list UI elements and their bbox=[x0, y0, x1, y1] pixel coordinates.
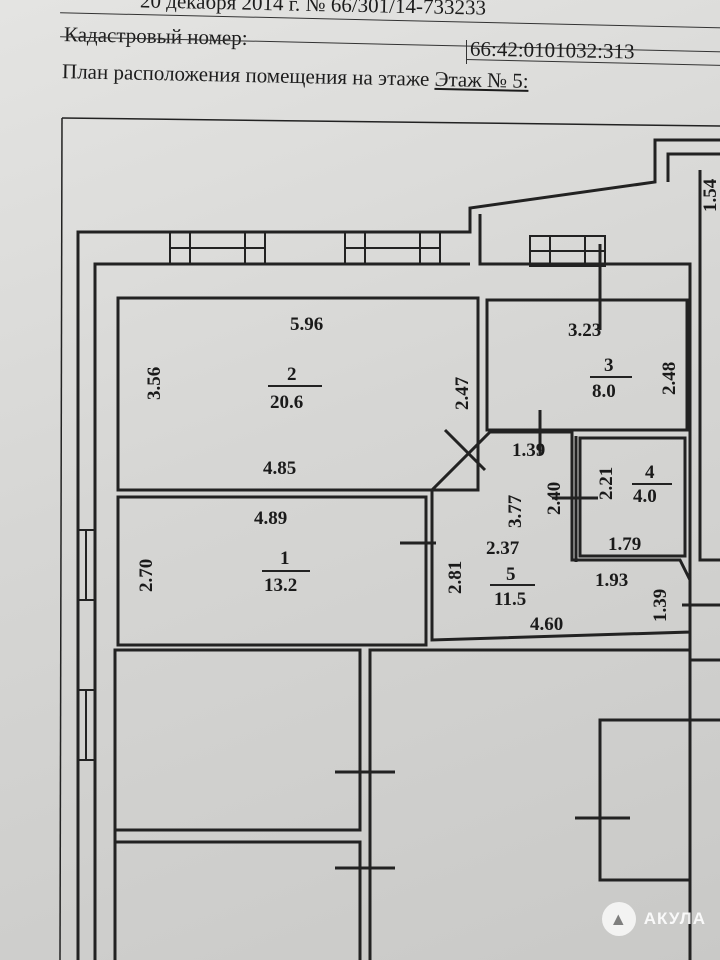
room-5-dim: 3.77 bbox=[505, 494, 526, 528]
plan-frame bbox=[61, 117, 720, 127]
outer-wall bbox=[698, 170, 720, 562]
room-3-number: 3 bbox=[604, 355, 614, 376]
room-5-dim: 1.93 bbox=[595, 570, 628, 591]
room-4-dim: 1.79 bbox=[608, 534, 641, 555]
room-3-outline bbox=[485, 298, 689, 432]
room-4-dim: 2.21 bbox=[596, 467, 617, 500]
room-1-number: 1 bbox=[280, 548, 290, 569]
room-1-dim: 2.70 bbox=[136, 559, 157, 592]
room-5-dim: 4.60 bbox=[530, 614, 563, 635]
window bbox=[77, 689, 96, 761]
room-5-dim: 2.37 bbox=[486, 538, 520, 559]
room-2-dim: 3.56 bbox=[144, 367, 165, 400]
outer-wall bbox=[666, 152, 720, 182]
room-2-outline bbox=[116, 296, 480, 492]
plan-frame bbox=[59, 117, 63, 960]
lower-room bbox=[598, 718, 692, 882]
room-2-number: 2 bbox=[287, 364, 297, 385]
room-5-outline bbox=[430, 430, 692, 642]
room-4-number: 4 bbox=[645, 462, 655, 483]
room-3-area: 8.0 bbox=[592, 381, 616, 402]
window bbox=[529, 235, 606, 267]
lower-room bbox=[115, 840, 362, 960]
room-3-dim: 3.23 bbox=[568, 320, 601, 341]
outer-wall bbox=[76, 138, 720, 960]
door-mark bbox=[443, 428, 487, 472]
room-1-dim: 4.89 bbox=[254, 508, 287, 529]
watermark-text: АКУЛА bbox=[643, 909, 706, 928]
window bbox=[169, 231, 266, 265]
room-5-area: 11.5 bbox=[494, 589, 526, 610]
room-1-area: 13.2 bbox=[264, 575, 297, 596]
room-3-dim: 2.48 bbox=[659, 362, 680, 395]
header-table-divider bbox=[466, 40, 467, 64]
neighbor-dim: 1.54 bbox=[700, 178, 720, 212]
room-5-dim: 1.39 bbox=[650, 589, 671, 622]
room-4-area: 4.0 bbox=[633, 486, 657, 507]
room-2-area: 20.6 bbox=[270, 392, 303, 413]
room-5-dim: 1.39 bbox=[512, 440, 545, 461]
room-5-number: 5 bbox=[506, 564, 516, 585]
lower-room bbox=[113, 648, 362, 960]
room-2-dim: 5.96 bbox=[290, 314, 323, 335]
watermark: ▲ АКУЛА bbox=[601, 902, 706, 936]
window bbox=[344, 231, 441, 265]
room-1-outline bbox=[116, 495, 428, 647]
window bbox=[77, 529, 96, 601]
lower-room bbox=[368, 648, 690, 960]
room-2-dim: 2.47 bbox=[452, 376, 473, 410]
room-5-dim: 2.40 bbox=[544, 482, 565, 515]
shark-logo-icon: ▲ bbox=[601, 902, 636, 936]
room-2-dim: 4.85 bbox=[263, 458, 296, 479]
room-1-dim: 2.81 bbox=[445, 561, 466, 594]
